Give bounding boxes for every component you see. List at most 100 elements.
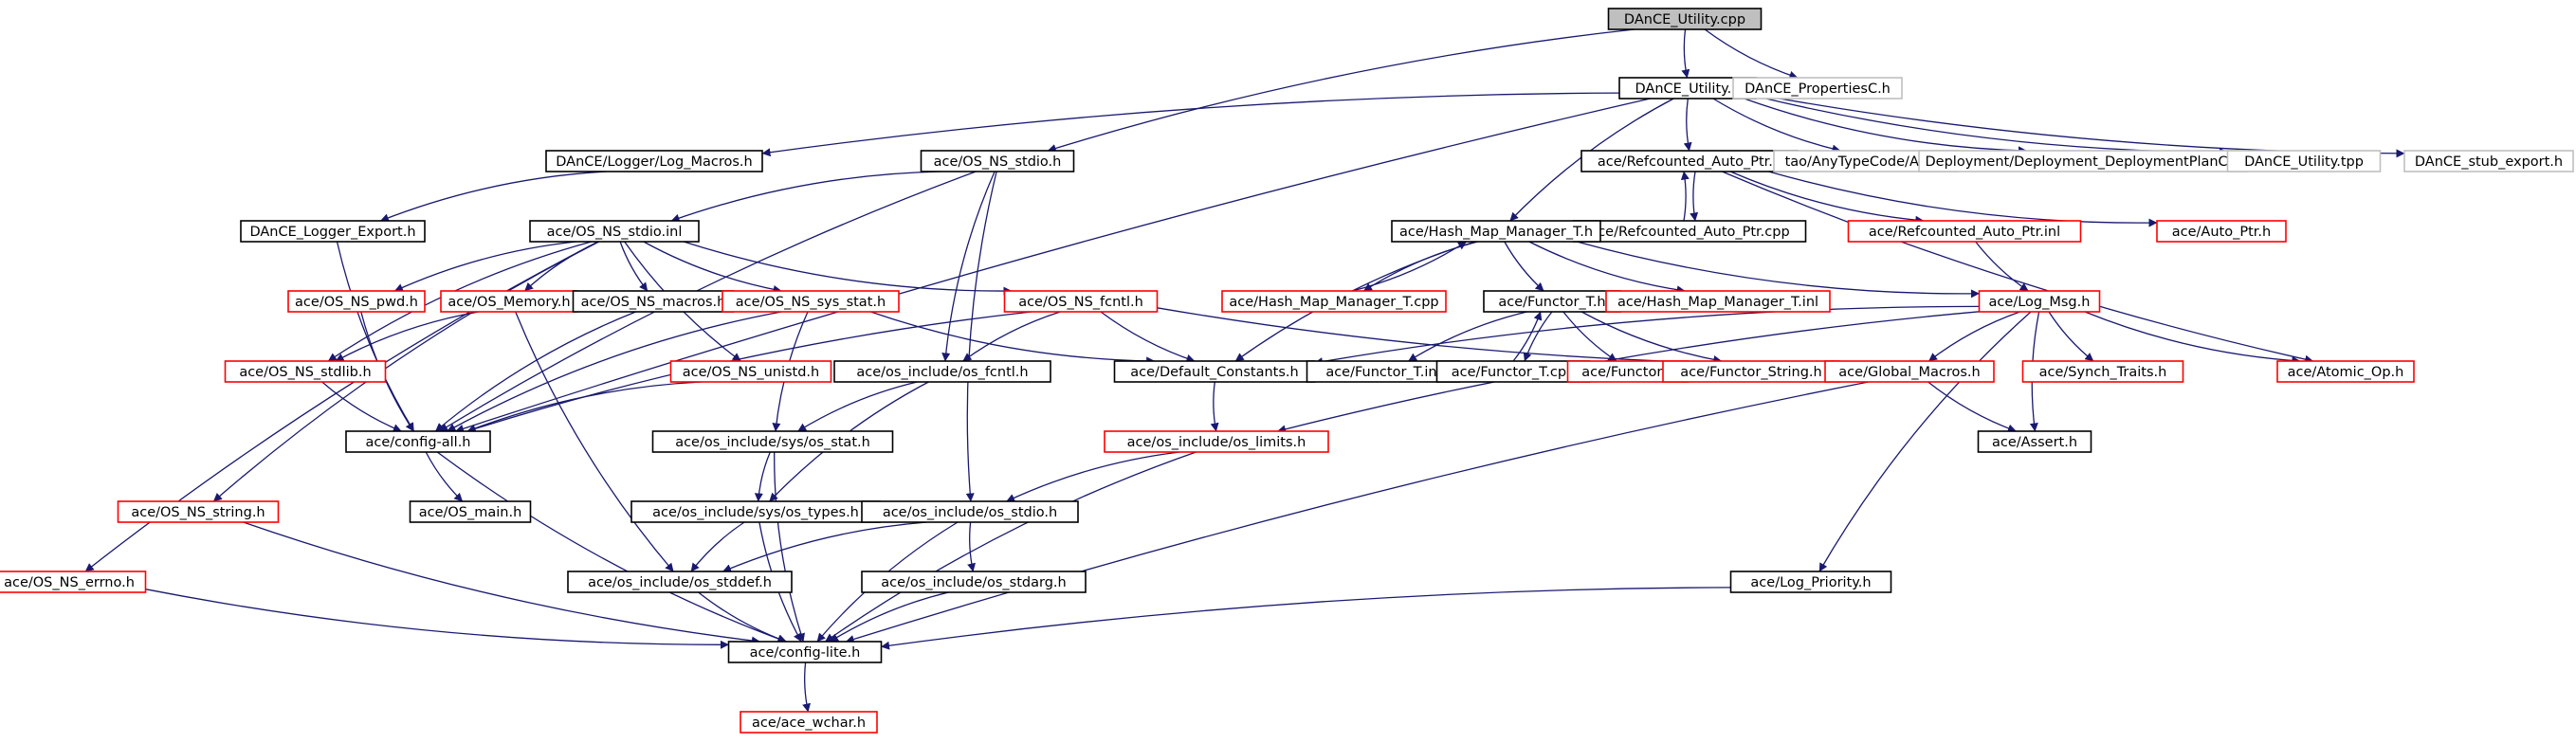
node-label: ace/Functor_T.h	[1498, 295, 1605, 310]
node-label: ace/Assert.h	[1992, 435, 2077, 450]
node-box	[1732, 77, 1903, 100]
node-box	[1391, 220, 1601, 243]
edge-os-include-os-limits-h-to-config-lite-h	[825, 451, 1197, 643]
node-label: ace/Refcounted_Auto_Ptr.cpp	[1589, 225, 1789, 240]
node-os-main-h[interactable]: ace/OS_main.h	[409, 500, 532, 523]
node-os-ns-fcntl-h[interactable]: ace/OS_NS_fcntl.h	[1003, 290, 1159, 313]
node-os-memory-h[interactable]: ace/OS_Memory.h	[440, 290, 578, 313]
node-box	[2021, 360, 2184, 383]
node-assert-h[interactable]: ace/Assert.h	[1977, 430, 2092, 453]
node-dance-propertiesc-h[interactable]: DAnCE_PropertiesC.h	[1732, 77, 1903, 100]
node-os-ns-unistd-h[interactable]: ace/OS_NS_unistd.h	[669, 360, 832, 383]
node-box	[345, 430, 491, 453]
node-deploymentplanc-h[interactable]: Deployment/Deployment_DeploymentPlanC.h	[1918, 150, 2248, 172]
edge-dance-utility-h-to-log-macros-h	[761, 92, 1620, 157]
node-dance-logger-export-h[interactable]: DAnCE_Logger_Export.h	[240, 220, 426, 243]
edge-log-msg-h-to-synch-traits-h	[2048, 311, 2094, 362]
node-label: ace/OS_NS_stdio.h	[934, 154, 1062, 170]
node-dance-utility-h[interactable]: DAnCE_Utility.h	[1618, 77, 1757, 100]
node-os-ns-stdio-inl[interactable]: ace/OS_NS_stdio.inl	[529, 220, 700, 243]
node-anytypecode-any-h[interactable]: tao/AnyTypeCode/Any.h	[1773, 150, 1959, 172]
edge-dance-utility-cpp-to-os-ns-stdio-h	[1047, 28, 1635, 153]
node-log-msg-h[interactable]: ace/Log_Msg.h	[1978, 290, 2101, 313]
node-os-include-os-limits-h[interactable]: ace/os_include/os_limits.h	[1104, 430, 1329, 453]
node-os-include-os-fcntl-h[interactable]: ace/os_include/os_fcntl.h	[833, 360, 1051, 383]
node-os-include-sys-os-stat-h[interactable]: ace/os_include/sys/os_stat.h	[651, 430, 894, 453]
node-os-ns-errno-h[interactable]: ace/OS_NS_errno.h	[0, 571, 147, 593]
edge-log-macros-h-to-dance-logger-export-h	[379, 171, 607, 223]
node-config-lite-h[interactable]: ace/config-lite.h	[727, 641, 883, 663]
node-label: DAnCE_PropertiesC.h	[1745, 82, 1891, 97]
node-dance-stub-export-h[interactable]: DAnCE_stub_export.h	[2403, 150, 2574, 172]
node-os-include-os-stdio-h[interactable]: ace/os_include/os_stdio.h	[861, 500, 1079, 523]
edge-config-lite-h-to-ace-wchar-h	[802, 661, 811, 713]
node-os-ns-stdio-h[interactable]: ace/OS_NS_stdio.h	[920, 150, 1075, 172]
edge-os-include-os-stddef-h-to-config-lite-h	[698, 591, 787, 643]
node-auto-ptr-h[interactable]: ace/Auto_Ptr.h	[2156, 220, 2287, 243]
edge-dance-logger-export-h-to-config-all-h	[336, 241, 415, 432]
node-refcounted-auto-ptr-h[interactable]: ace/Refcounted_Auto_Ptr.h	[1580, 150, 1799, 172]
node-label: DAnCE/Logger/Log_Macros.h	[556, 154, 752, 170]
node-ace-wchar-h[interactable]: ace/ace_wchar.h	[740, 711, 878, 734]
edge-os-include-os-stdio-h-to-os-include-os-stdarg-h	[967, 521, 976, 572]
edge-dance-utility-cpp-to-dance-propertiesc-h	[1704, 28, 1799, 80]
node-functor-string-h[interactable]: ace/Functor_String.h	[1662, 360, 1840, 383]
node-os-include-os-stddef-h[interactable]: ace/os_include/os_stddef.h	[567, 571, 793, 593]
node-os-include-os-stdarg-h[interactable]: ace/os_include/os_stdarg.h	[861, 571, 1087, 593]
node-functor-t-h[interactable]: ace/Functor_T.h	[1483, 290, 1621, 313]
node-config-all-h[interactable]: ace/config-all.h	[345, 430, 491, 453]
node-label: ace/OS_NS_fcntl.h	[1018, 295, 1143, 310]
edge-dance-utility-h-to-deploymentplanc-h	[1744, 98, 2027, 155]
node-os-ns-stdlib-h[interactable]: ace/OS_NS_stdlib.h	[224, 360, 387, 383]
node-label: tao/AnyTypeCode/Any.h	[1785, 154, 1947, 170]
node-label: ace/Hash_Map_Manager_T.h	[1399, 225, 1593, 240]
edge-refcounted-auto-ptr-h-to-refcounted-auto-ptr-inl	[1729, 171, 1925, 225]
node-box	[1729, 571, 1892, 593]
node-functor-h[interactable]: ace/Functor.h	[1566, 360, 1690, 383]
node-os-ns-pwd-h[interactable]: ace/OS_NS_pwd.h	[287, 290, 426, 313]
node-os-ns-macros-h[interactable]: ace/OS_NS_macros.h	[572, 290, 735, 313]
node-box	[669, 360, 832, 383]
node-label: ace/OS_NS_stdlib.h	[239, 365, 371, 380]
edge-functor-t-cpp-to-functor-t-h	[1512, 311, 1543, 362]
node-os-ns-string-h[interactable]: ace/OS_NS_string.h	[117, 500, 280, 523]
node-label: ace/OS_NS_sys_stat.h	[736, 295, 886, 310]
node-label: ace/OS_NS_macros.h	[581, 295, 726, 310]
node-label: DAnCE_Logger_Export.h	[249, 225, 415, 240]
node-box	[224, 360, 387, 383]
node-label: ace/os_include/sys/os_stat.h	[675, 435, 870, 450]
node-refcounted-auto-ptr-inl[interactable]: ace/Refcounted_Auto_Ptr.inl	[1847, 220, 2082, 243]
edge-os-ns-stdio-inl-to-os-ns-macros-h	[619, 241, 649, 292]
dependency-edges	[84, 28, 2405, 713]
edge-os-include-os-stdio-h-to-os-include-os-stddef-h	[722, 521, 927, 572]
edge-os-ns-fcntl-h-to-config-all-h	[466, 311, 1032, 433]
node-label: ace/Auto_Ptr.h	[2172, 225, 2271, 240]
node-refcounted-auto-ptr-cpp[interactable]: ace/Refcounted_Auto_Ptr.cpp	[1572, 220, 1807, 243]
node-synch-traits-h[interactable]: ace/Synch_Traits.h	[2021, 360, 2184, 383]
node-log-macros-h[interactable]: DAnCE/Logger/Log_Macros.h	[545, 150, 763, 172]
node-dance-utility-cpp[interactable]: DAnCE_Utility.cpp	[1607, 8, 1763, 30]
node-hash-map-manager-t-h[interactable]: ace/Hash_Map_Manager_T.h	[1391, 220, 1601, 243]
edge-os-ns-fcntl-h-to-default-constants-h	[1100, 311, 1196, 363]
node-atomic-op-h[interactable]: ace/Atomic_Op.h	[2276, 360, 2415, 383]
node-dance-utility-tpp[interactable]: DAnCE_Utility.tpp	[2226, 150, 2382, 172]
node-label: ace/os_include/os_stddef.h	[588, 575, 772, 590]
node-functor-t-cpp[interactable]: ace/Functor_T.cpp	[1435, 360, 1591, 383]
edge-os-ns-stdio-h-to-os-include-os-stdio-h	[965, 171, 997, 502]
edge-dance-utility-h-to-dance-stub-export-h	[1755, 93, 2405, 158]
node-box	[287, 290, 426, 313]
node-global-macros-h[interactable]: ace/Global_Macros.h	[1824, 360, 1995, 383]
node-log-priority-h[interactable]: ace/Log_Priority.h	[1729, 571, 1892, 593]
node-os-ns-sys-stat-h[interactable]: ace/OS_NS_sys_stat.h	[722, 290, 900, 313]
node-hash-map-manager-t-cpp[interactable]: ace/Hash_Map_Manager_T.cpp	[1221, 290, 1447, 313]
node-os-include-sys-os-types-h[interactable]: ace/os_include/sys/os_types.h	[630, 500, 881, 523]
edge-os-ns-fcntl-h-to-os-include-os-fcntl-h	[962, 311, 1061, 362]
node-hash-map-manager-t-inl[interactable]: ace/Hash_Map_Manager_T.inl	[1605, 290, 1831, 313]
node-label: ace/OS_NS_errno.h	[4, 575, 135, 590]
edge-default-constants-h-to-os-include-os-limits-h	[1210, 381, 1219, 432]
edge-global-macros-h-to-assert-h	[1927, 381, 2017, 433]
edge-global-macros-h-to-config-lite-h	[845, 381, 1869, 643]
edge-hash-map-manager-t-h-to-log-msg-h	[1577, 241, 1980, 299]
node-default-constants-h[interactable]: ace/Default_Constants.h	[1113, 360, 1316, 383]
